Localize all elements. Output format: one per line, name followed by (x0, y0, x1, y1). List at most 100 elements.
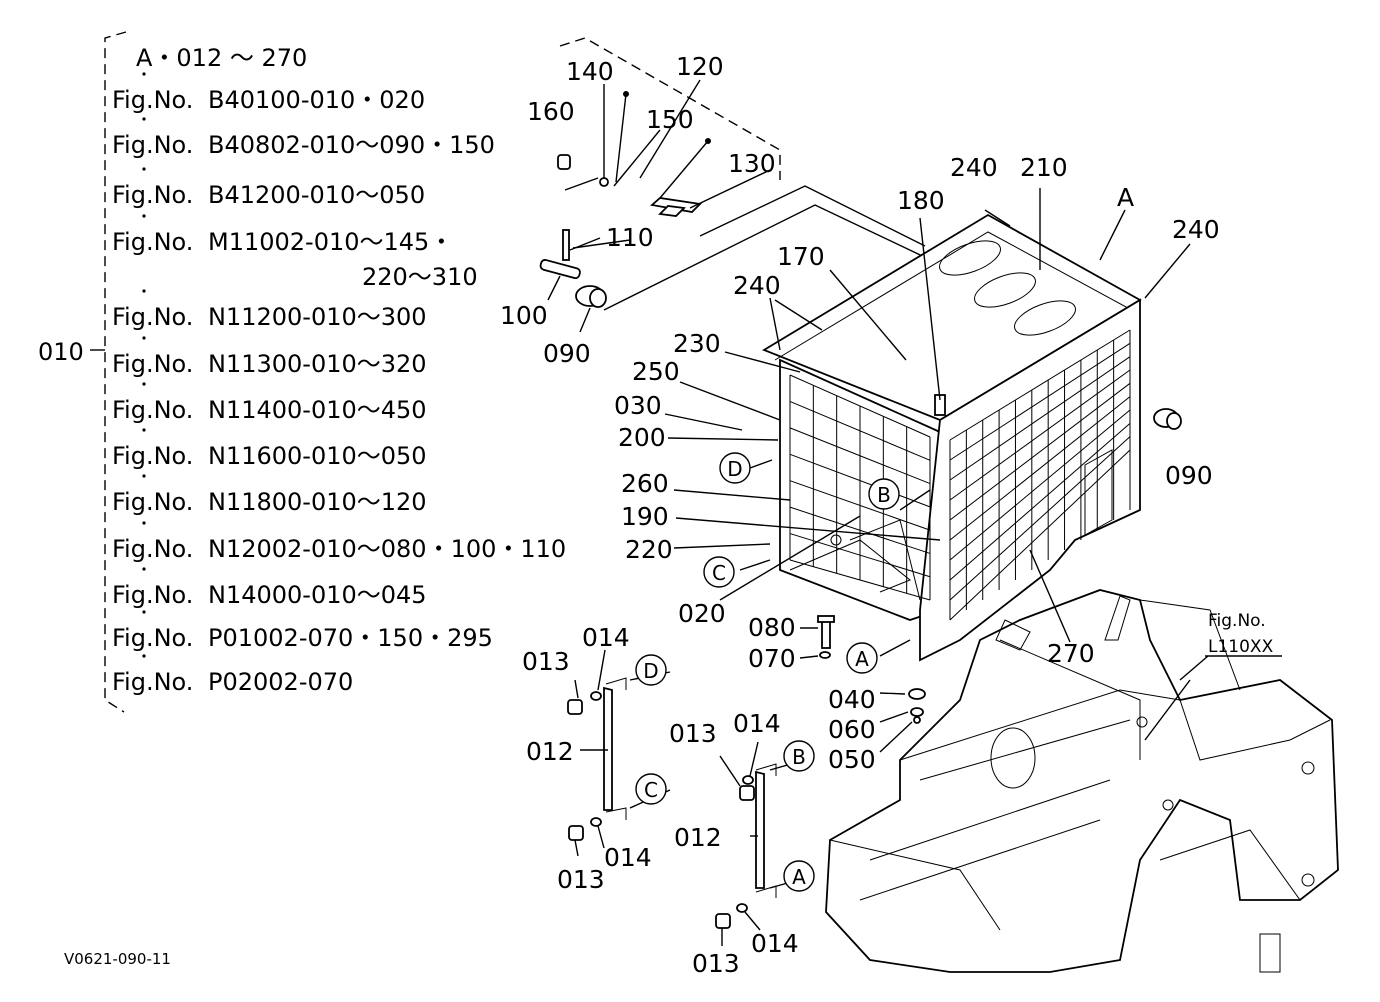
fig-entry-ref: P02002-070 (208, 668, 353, 696)
list-dot (142, 567, 146, 571)
washer-060 (910, 707, 924, 717)
label-190: 190 (621, 502, 669, 531)
callout-D-cage: D (719, 452, 751, 484)
fig-entry-prefix: Fig.No. (112, 442, 193, 470)
label-050: 050 (828, 745, 876, 774)
bolt-080 (817, 615, 835, 649)
callout-A-cage: A (846, 642, 878, 674)
callout-A-strut: A (783, 860, 815, 892)
label-014-b: 014 (604, 843, 652, 872)
label-A-top: A (1117, 183, 1134, 212)
label-060: 060 (828, 715, 876, 744)
bushing-090-left (575, 285, 607, 308)
washer-070 (819, 651, 831, 659)
fig-entry-ref: N11600-010～050 (208, 442, 427, 470)
cage-right-wall (919, 298, 1141, 662)
list-dot (142, 474, 146, 478)
svg-text:D: D (727, 457, 742, 481)
label-012-a: 012 (526, 737, 574, 766)
machine-frame (825, 589, 1339, 973)
list-dot (142, 521, 146, 525)
fig-entry-prefix: Fig.No. (112, 488, 193, 516)
fig-entry-ref: P01002-070・150・295 (208, 624, 493, 652)
label-160: 160 (527, 97, 575, 126)
fig-entry-ref: B40802-010～090・150 (208, 131, 495, 159)
fig-entry-ref: B41200-010～050 (208, 181, 425, 209)
label-013-c: 013 (669, 719, 717, 748)
fig-entry-prefix: Fig.No. (112, 303, 193, 331)
fig-entry-prefix: Fig.No. (112, 86, 193, 114)
list-dot (142, 117, 146, 121)
svg-text:B: B (792, 745, 806, 769)
fig-ref-line2: L110XX (1208, 637, 1274, 657)
label-090-right: 090 (1165, 461, 1213, 490)
label-070: 070 (748, 644, 796, 673)
list-dot (142, 214, 146, 218)
label-150: 150 (646, 105, 694, 134)
svg-text:A: A (855, 647, 869, 671)
label-240-left: 240 (733, 271, 781, 300)
fig-entry-prefix: Fig.No. (112, 228, 193, 256)
list-dot (142, 289, 146, 293)
label-180: 180 (897, 186, 945, 215)
figure-list: A・012 ～ 270 010 Fig.No.B40100-010・020Fig… (38, 44, 566, 696)
list-dot (142, 336, 146, 340)
fig-entry-prefix: Fig.No. (112, 350, 193, 378)
label-090-left: 090 (543, 339, 591, 368)
label-013-d: 013 (692, 949, 740, 978)
fig-entry-ref: N12002-010～080・100・110 (208, 535, 566, 563)
svg-text:C: C (644, 778, 658, 802)
callout-D-strut: D (635, 654, 667, 686)
label-170: 170 (777, 242, 825, 271)
callout-B-cage: B (868, 478, 900, 510)
svg-text:D: D (643, 659, 658, 683)
label-100: 100 (500, 301, 548, 330)
label-120: 120 (676, 52, 724, 81)
strut-012-left (567, 677, 627, 841)
label-014-d: 014 (751, 929, 799, 958)
fig-entry-ref: N11200-010～300 (208, 303, 427, 331)
label-140: 140 (566, 57, 614, 86)
callout-B-strut: B (783, 740, 815, 772)
fig-entry-prefix: Fig.No. (112, 181, 193, 209)
label-220: 220 (625, 535, 673, 564)
label-020: 020 (678, 599, 726, 628)
list-dot (142, 167, 146, 171)
part-labels: 120 140 150 160 130 110 100 090 090 240 … (500, 52, 1220, 978)
bolt-160 (557, 154, 571, 170)
label-013-b: 013 (557, 865, 605, 894)
fig-entry-ref: N11400-010～450 (208, 396, 427, 424)
fig-entry-ref: B40100-010・020 (208, 86, 425, 114)
fig-entry-prefix: Fig.No. (112, 535, 193, 563)
fig-ref-line1: Fig.No. (1208, 611, 1266, 631)
pin-110 (562, 229, 570, 261)
label-014-a: 014 (582, 623, 630, 652)
svg-text:C: C (712, 561, 726, 585)
fig-entry-prefix: Fig.No. (112, 581, 193, 609)
label-080: 080 (748, 613, 796, 642)
label-270: 270 (1047, 639, 1095, 668)
bushing-090-right (1153, 408, 1182, 430)
fig-entry-ref: 220～310 (362, 263, 478, 291)
label-012-b: 012 (674, 823, 722, 852)
list-dot (142, 72, 146, 76)
drawing-code: V0621-090-11 (64, 950, 171, 968)
group-code: 010 (38, 338, 84, 366)
fig-entry-ref: N11800-010～120 (208, 488, 427, 516)
label-200: 200 (618, 423, 666, 452)
fig-entry-prefix: Fig.No. (112, 624, 193, 652)
label-240-top: 240 (950, 153, 998, 182)
svg-text:A: A (792, 865, 806, 889)
washer-040 (908, 688, 926, 700)
label-240-right: 240 (1172, 215, 1220, 244)
fig-entry-ref: N14000-010～045 (208, 581, 427, 609)
svg-text:B: B (877, 483, 891, 507)
list-dot (142, 654, 146, 658)
label-210: 210 (1020, 153, 1068, 182)
fig-entry-prefix: Fig.No. (112, 396, 193, 424)
label-030: 030 (614, 391, 662, 420)
fig-entry-ref: N11300-010～320 (208, 350, 427, 378)
callout-C-strut: C (635, 773, 667, 805)
